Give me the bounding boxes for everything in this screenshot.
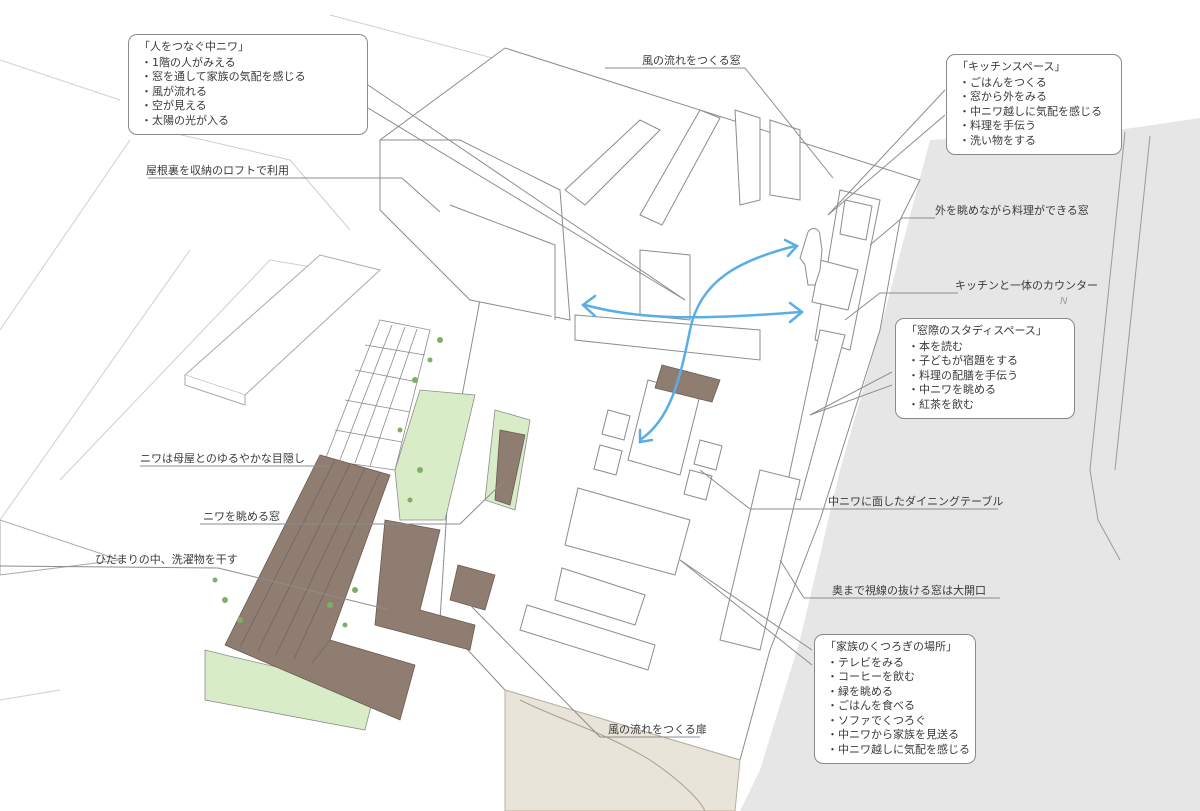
label-garden-view-window: ニワを眺める窓 [203,510,280,523]
callout-title: 「人をつなぐ中ニワ」 [139,40,249,53]
person-icon [799,228,823,286]
label-roof-loft: 屋根裏を収納のロフトで利用 [146,164,289,177]
callout-item: 緑を眺める [831,685,965,700]
callout-item: テレビをみる [831,656,965,671]
callout-item: 窓から外をみる [963,90,1111,105]
callout-item: ごはんを食べる [831,699,965,714]
callout-item: 中ニワから家族を見送る [831,728,965,743]
house-walls [379,47,921,761]
callout-item: 子どもが宿題をする [912,354,1064,369]
airflow-arrows [581,238,805,444]
callout-item: 空が見える [145,99,357,114]
callout-item: ソファでくつろぐ [831,714,965,729]
callout-item: 風が流れる [145,85,357,100]
callout-item: 1階の人がみえる [145,56,357,71]
callout-item: 紅茶を飲む [912,398,1064,413]
callout-item: ごはんをつくる [963,76,1111,91]
label-laundry: ひだまりの中、洗濯物を干す [95,553,238,566]
label-large-opening: 奥まで視線の抜ける窓は大開口 [832,584,986,597]
north-marker: N [1060,296,1068,307]
label-dining-table: 中ニワに面したダイニングテーブル [828,495,1004,508]
label-garden-screen: ニワは母屋とのゆるやかな目隠し [140,452,305,465]
road-edge-line [1089,131,1126,561]
deck-board-lines [239,459,381,664]
callout-title: 「キッチンスペース」 [957,60,1066,73]
neighbour-building-outline [0,254,382,576]
callout-title: 「家族のくつろぎの場所」 [825,640,957,653]
leader-lines [0,67,1000,738]
callout-item: 本を読む [912,340,1064,355]
callout-item: 中ニワ越しに気配を感じる [831,743,970,758]
grid-paving [324,319,431,471]
callout-study: 「窓際のスタディスペース」 本を読む 子どもが宿題をする 料理の配膳を手伝う 中… [895,318,1075,419]
callout-item: 洗い物をする [963,134,1111,149]
wood-deck [224,364,721,721]
callout-kitchen: 「キッチンスペース」 ごはんをつくる 窓から外をみる 中ニワ越しに気配を感じる … [946,54,1122,155]
callout-item: 中ニワ越しに気配を感じる [963,105,1111,120]
label-wind-window: 風の流れをつくる窓 [642,54,741,67]
callout-item: 料理を手伝う [963,119,1111,134]
callout-item: 中ニワを眺める [912,383,1064,398]
callout-item: 料理の配膳を手伝う [912,369,1064,384]
label-wind-door: 風の流れをつくる扉 [608,723,707,736]
callout-courtyard: 「人をつなぐ中ニワ」 1階の人がみえる 窓を通して家族の気配を感じる 風が流れる… [128,34,368,135]
callout-item: コーヒーを飲む [831,670,965,685]
trees [212,337,443,628]
car-outline [519,699,706,811]
callout-item: 太陽の光が入る [145,114,357,129]
callout-item: 窓を通して家族の気配を感じる [145,70,357,85]
callout-living: 「家族のくつろぎの場所」 テレビをみる コーヒーを飲む 緑を眺める ごはんを食べ… [814,634,976,764]
label-outside-view-window: 外を眺めながら料理ができる窓 [935,204,1089,217]
label-kitchen-counter: キッチンと一体のカウンター [955,279,1098,292]
callout-title: 「窓際のスタディスペース」 [906,324,1047,337]
road-edge-line-2 [1114,135,1151,471]
